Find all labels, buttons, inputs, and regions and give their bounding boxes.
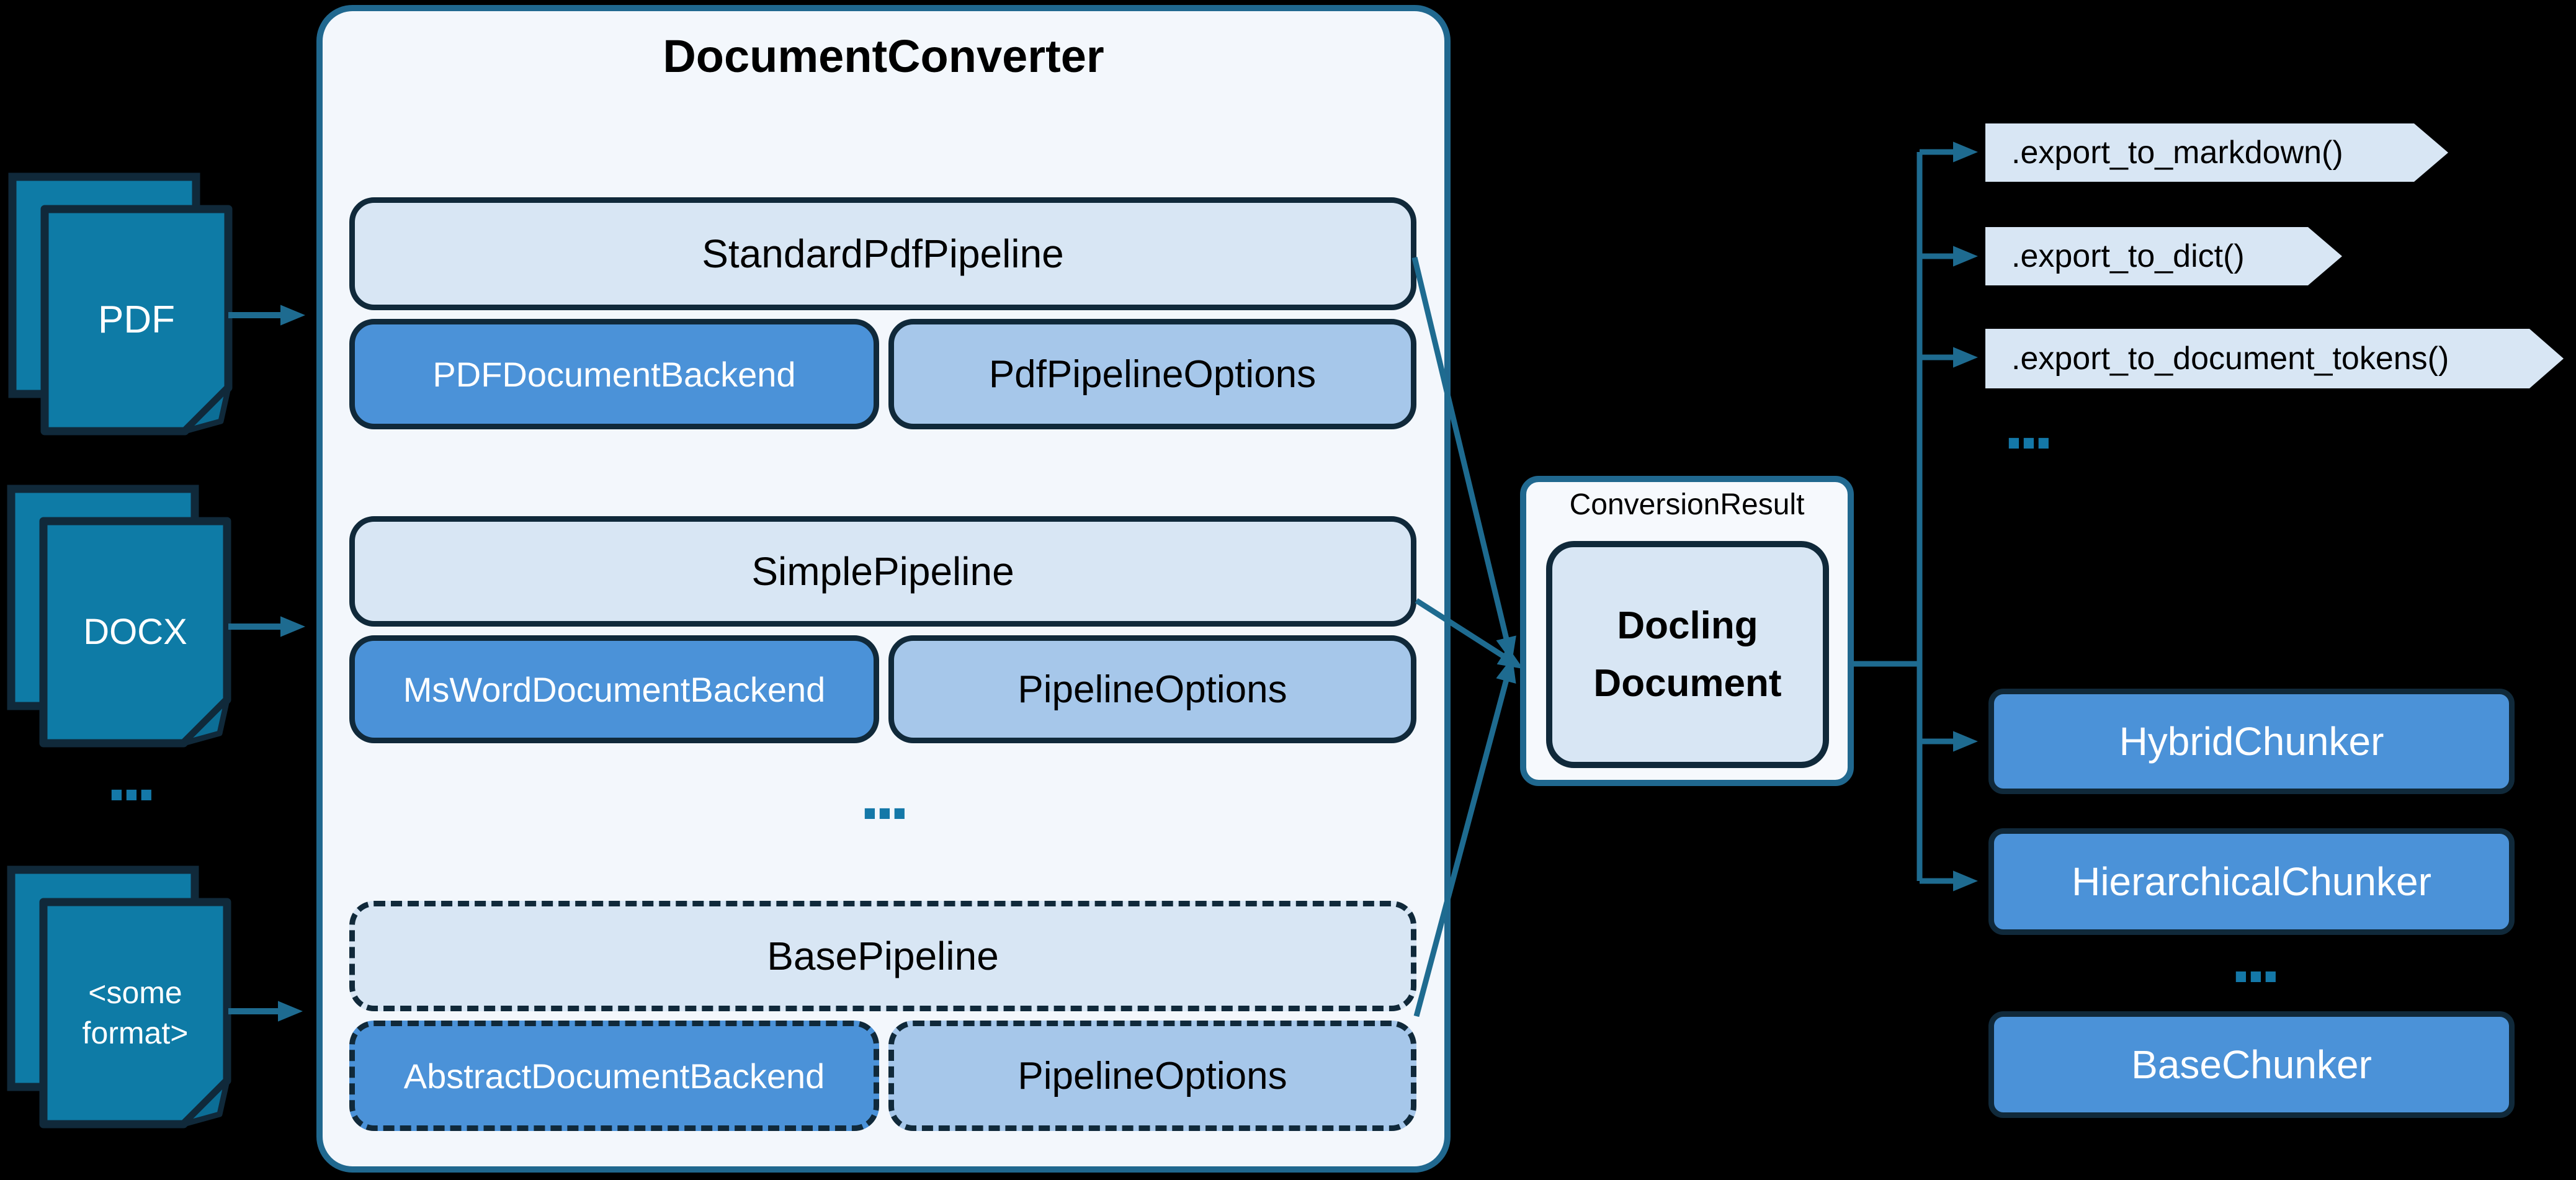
folded-corner	[181, 697, 230, 746]
export-to-document-tokens-tag: .export_to_document_tokens()	[1985, 329, 2564, 388]
docx-input-label: DOCX	[83, 612, 187, 653]
export-to-markdown-tag: .export_to_markdown()	[1985, 123, 2448, 182]
docling-document-box: Docling Document	[1546, 541, 1829, 768]
msword-document-backend-box: MsWordDocumentBackend	[349, 635, 879, 743]
pdf-input-label: PDF	[98, 298, 175, 341]
stacked-pages-icon	[8, 172, 233, 436]
exports-ellipsis: ...	[2004, 385, 2054, 464]
docx-documents-icon	[5, 483, 235, 756]
pdf-document-backend-box: PDFDocumentBackend	[349, 319, 879, 429]
stacked-pages-icon	[7, 485, 231, 748]
base-pipeline-box: BasePipeline	[349, 901, 1416, 1011]
hybrid-chunker-box: HybridChunker	[1988, 689, 2515, 794]
generic-format-input-label: <some format>	[82, 975, 189, 1050]
base-chunker-box: BaseChunker	[1988, 1011, 2515, 1118]
document-converter-title: DocumentConverter	[663, 30, 1104, 82]
hierarchical-chunker-box: HierarchicalChunker	[1988, 828, 2515, 935]
standard-pdf-pipeline-box: StandardPdfPipeline	[349, 197, 1416, 310]
folded-corner	[181, 1078, 230, 1127]
generic-format-documents-icon	[5, 864, 235, 1137]
pdf-documents-icon	[6, 171, 236, 444]
stacked-pages-icon	[7, 865, 231, 1129]
simple-pipeline-box: SimplePipeline	[349, 516, 1416, 627]
abstract-document-backend-box: AbstractDocumentBackend	[349, 1021, 879, 1131]
pdf-pipeline-options-box: PdfPipelineOptions	[888, 319, 1416, 429]
pipeline-options-box: PipelineOptions	[888, 635, 1416, 743]
folded-corner	[182, 385, 231, 434]
abstract-pipeline-options-box: PipelineOptions	[888, 1021, 1416, 1131]
export-to-dict-tag: .export_to_dict()	[1985, 227, 2342, 285]
conversion-result-label: ConversionResult	[1569, 488, 1805, 521]
